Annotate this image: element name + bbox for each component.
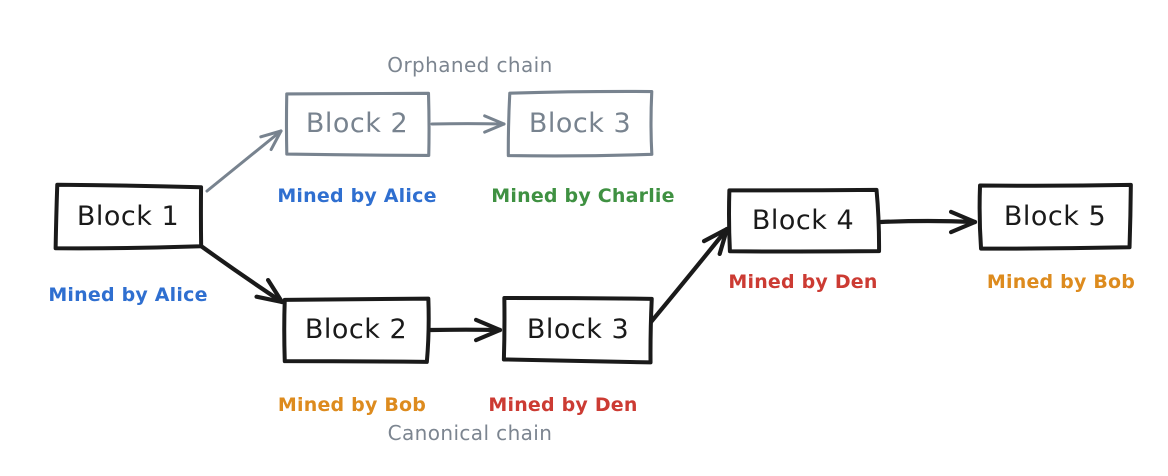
arrow-head-barb-2 [265, 277, 285, 305]
arrow-block1-to-block2-canonical [198, 243, 285, 305]
block-outline [284, 91, 431, 158]
block-label-block-5: Block 5 [1004, 201, 1106, 232]
block-label-block-3-canonical: Block 3 [527, 314, 629, 345]
arrows-layer [198, 114, 978, 343]
arrow-head-barb-2 [701, 226, 730, 244]
arrow-head-barb-1 [948, 219, 978, 235]
arrow-block1-to-block2-orphan [205, 129, 283, 193]
block-outline [727, 187, 882, 254]
block-outline [53, 182, 204, 251]
arrow-head-barb-1 [473, 327, 503, 343]
block-label-block-2-canonical: Block 2 [305, 314, 407, 345]
block-box-block-3-canonical[interactable] [501, 296, 654, 365]
arrow-shaft [198, 243, 285, 305]
arrow-head-barb-1 [483, 122, 506, 134]
blocks-layer [53, 89, 1133, 365]
arrow-head-barb-1 [254, 294, 285, 305]
canonical-chain-label: Canonical chain [388, 421, 553, 445]
block-label-block-2-orphan: Block 2 [306, 108, 408, 139]
arrow-head-barb-1 [717, 226, 730, 257]
block-label-block-1: Block 1 [77, 201, 179, 232]
miner-label-block-2-orphan: Mined by Alice [277, 185, 436, 207]
arrow-head-barb-2 [259, 129, 283, 139]
block-label-block-3-orphan: Block 3 [529, 108, 631, 139]
orphaned-chain-label: Orphaned chain [387, 53, 552, 77]
arrow-block4-to-block5 [878, 209, 978, 235]
block-outline [506, 89, 654, 158]
block-outline [282, 296, 431, 364]
block-box-block-1[interactable] [53, 182, 204, 251]
arrow-head-barb-2 [948, 209, 978, 225]
arrow-block2-to-block3-canonical [428, 317, 503, 343]
block-label-block-4: Block 4 [752, 205, 854, 236]
block-box-block-2-canonical[interactable] [282, 296, 431, 364]
arrow-block3-to-block4 [648, 226, 730, 325]
arrow-head-barb-2 [483, 114, 506, 126]
block-box-block-4[interactable] [727, 187, 882, 254]
arrow-shaft [648, 226, 730, 325]
block-box-block-5[interactable] [977, 182, 1133, 251]
block-outline [501, 296, 654, 365]
block-box-block-2-orphan[interactable] [284, 91, 431, 158]
block-box-block-3-orphan[interactable] [506, 89, 654, 158]
miner-label-block-2-canonical: Mined by Bob [278, 394, 426, 416]
block-outline [977, 182, 1133, 251]
miner-label-block-3-canonical: Mined by Den [488, 394, 637, 416]
arrow-block2-to-block3-orphan [430, 114, 506, 134]
miner-label-block-5: Mined by Bob [987, 271, 1135, 293]
miner-label-block-3-orphan: Mined by Charlie [491, 185, 674, 207]
miner-label-block-4: Mined by Den [728, 271, 877, 293]
miner-label-block-1: Mined by Alice [48, 284, 207, 306]
arrow-shaft [878, 218, 978, 225]
arrow-shaft [205, 129, 283, 193]
arrow-head-barb-1 [269, 129, 283, 152]
arrow-head-barb-2 [473, 317, 503, 333]
